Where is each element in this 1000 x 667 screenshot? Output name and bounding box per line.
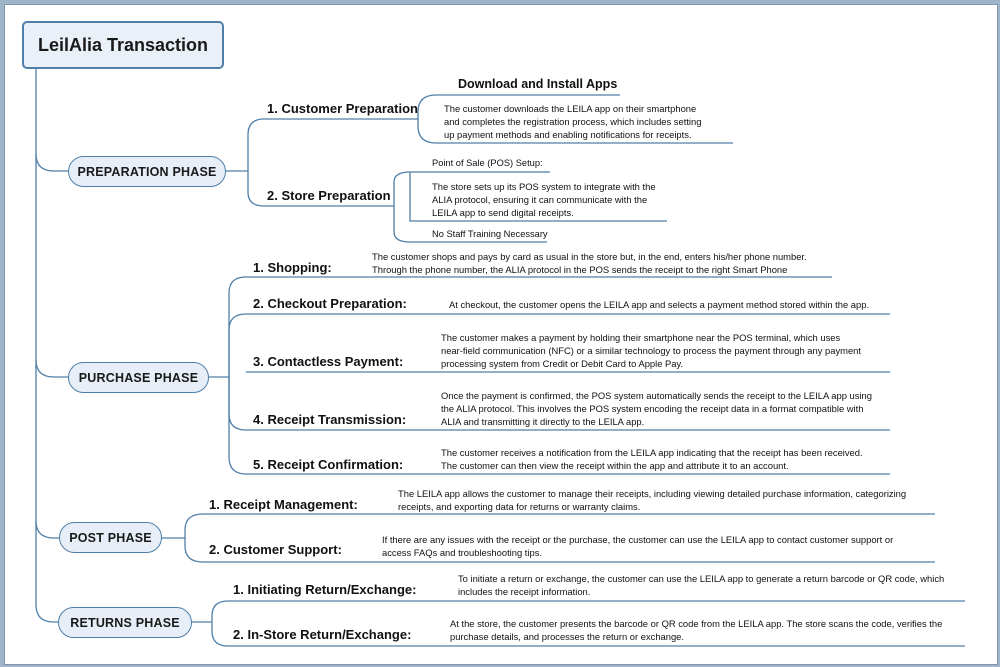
receipt-management-text: The LEILA app allows the customer to man… <box>398 488 907 512</box>
receipt-management-label[interactable]: 1. Receipt Management: <box>209 497 358 512</box>
purchase-phase-node[interactable]: PURCHASE PHASE <box>68 362 209 393</box>
customer-prep-text: The customer downloads the LEILA app on … <box>444 103 702 140</box>
root-node[interactable]: LeilAlia Transaction <box>22 21 224 69</box>
in-store-return-text: At the store, the customer presents the … <box>450 618 943 642</box>
checkout-preparation-label[interactable]: 2. Checkout Preparation: <box>253 296 407 311</box>
returns-phase-node[interactable]: RETURNS PHASE <box>58 607 192 638</box>
store-prep-text: The store sets up its POS system to inte… <box>432 181 656 218</box>
receipt-transmission-label[interactable]: 4. Receipt Transmission: <box>253 412 407 427</box>
in-store-return-label[interactable]: 2. In-Store Return/Exchange: <box>233 627 412 642</box>
preparation-phase-node[interactable]: PREPARATION PHASE <box>68 156 226 187</box>
initiating-return-label[interactable]: 1. Initiating Return/Exchange: <box>233 582 417 597</box>
receipt-transmission-text: Once the payment is confirmed, the POS s… <box>441 390 872 427</box>
mindmap-canvas <box>4 4 998 665</box>
customer-support-label[interactable]: 2. Customer Support: <box>209 542 342 557</box>
customer-support-text: If there are any issues with the receipt… <box>382 534 894 558</box>
initiating-return-text: To initiate a return or exchange, the cu… <box>458 573 945 597</box>
contactless-payment-text: The customer makes a payment by holding … <box>441 332 861 369</box>
receipt-confirmation-text: The customer receives a notification fro… <box>441 447 863 471</box>
post-phase-node[interactable]: POST PHASE <box>59 522 162 553</box>
shopping-label[interactable]: 1. Shopping: <box>253 260 332 275</box>
contactless-payment-label[interactable]: 3. Contactless Payment: <box>253 354 404 369</box>
pos-setup-title: Point of Sale (POS) Setup: <box>432 158 543 168</box>
customer-preparation-label[interactable]: 1. Customer Preparation <box>267 101 418 116</box>
staff-training-note: No Staff Training Necessary <box>432 229 548 239</box>
receipt-confirmation-label[interactable]: 5. Receipt Confirmation: <box>253 457 404 472</box>
shopping-text: The customer shops and pays by card as u… <box>372 251 807 275</box>
download-install-heading: Download and Install Apps <box>458 77 618 91</box>
checkout-preparation-text: At checkout, the customer opens the LEIL… <box>449 299 870 310</box>
store-preparation-label[interactable]: 2. Store Preparation <box>267 188 391 203</box>
